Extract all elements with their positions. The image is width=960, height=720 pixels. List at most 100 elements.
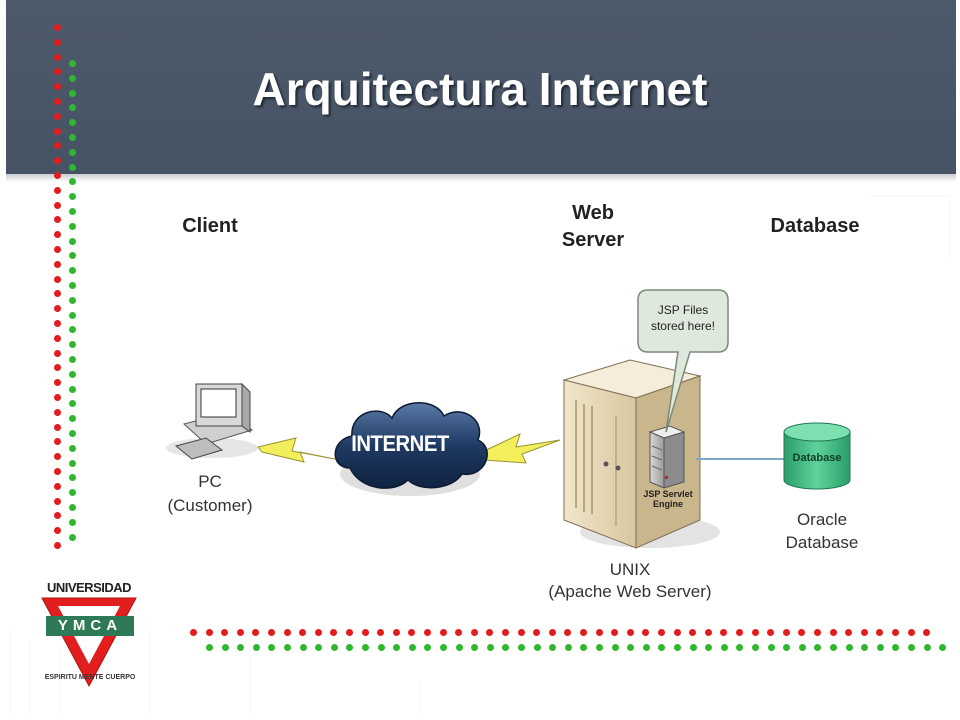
border-dot-green: [689, 644, 697, 651]
border-dot-green: [69, 119, 76, 127]
callout-line2: stored here!: [650, 319, 716, 333]
border-dot-red: [54, 453, 61, 461]
border-dot-green: [845, 644, 853, 651]
engine-label-line1: JSP Servlet: [643, 489, 693, 499]
border-dot-red: [54, 186, 61, 194]
border-dot-green: [69, 252, 76, 260]
border-dot-red: [626, 629, 634, 636]
border-dot-green: [377, 644, 385, 651]
border-dot-green: [69, 89, 76, 97]
border-dot-red: [658, 629, 665, 636]
logo-band: YMCA: [46, 616, 134, 636]
border-dot-green: [69, 459, 76, 467]
border-dot-red: [54, 83, 61, 91]
border-dot-green: [549, 644, 557, 651]
border-dot-green: [69, 370, 76, 378]
border-dot-red: [54, 334, 61, 342]
border-dot-green: [393, 644, 401, 651]
border-dot-green: [69, 341, 76, 349]
border-dot-green: [284, 644, 291, 651]
border-dot-red: [54, 408, 61, 416]
border-dot-red: [54, 379, 61, 387]
pc-label-line1: PC: [198, 472, 222, 491]
border-dot-green: [206, 644, 213, 651]
border-dot-red: [54, 512, 61, 520]
border-dot-red: [408, 629, 416, 636]
border-dot-green: [471, 644, 479, 651]
border-dot-green: [830, 644, 837, 651]
border-dot-red: [236, 629, 244, 636]
engine-label-line2: Engine: [652, 499, 683, 509]
border-dot-red: [439, 629, 447, 636]
border-dot-red: [54, 438, 61, 446]
header-bar: [6, 0, 956, 174]
border-dot-green: [69, 533, 76, 541]
column-label-client: Client: [182, 215, 238, 237]
background-faint-pattern: [9, 195, 951, 715]
oracle-label-line1: Oracle: [796, 510, 848, 529]
border-dot-green: [408, 644, 416, 651]
border-dot-green: [69, 311, 76, 319]
border-dot-red: [751, 629, 759, 636]
border-dot-green: [720, 644, 728, 651]
border-dot-red: [767, 629, 775, 636]
border-dot-red: [54, 423, 61, 431]
border-dot-green: [69, 237, 76, 245]
border-dot-red: [54, 38, 61, 46]
border-dot-red: [54, 142, 61, 150]
border-dot-green: [237, 644, 245, 651]
server-label-line2: (Apache Web Server): [548, 582, 712, 601]
border-dot-red: [470, 629, 478, 636]
border-dot-red: [548, 629, 556, 636]
border-dot-green: [455, 644, 463, 651]
border-dot-red: [595, 629, 603, 636]
border-dot-red: [54, 201, 61, 209]
border-dot-green: [330, 644, 338, 651]
border-dot-red: [54, 68, 61, 76]
logo-top-text: UNIVERSIDAD: [46, 580, 132, 595]
border-dot-green: [299, 644, 307, 651]
border-dot-green: [69, 60, 76, 67]
border-dot-green: [221, 644, 229, 651]
border-dot-green: [486, 644, 494, 651]
slide-title: Arquitectura Internet: [252, 63, 708, 115]
border-dot-red: [330, 629, 338, 636]
lightning-icon: [257, 433, 561, 464]
border-dot-green: [69, 474, 76, 482]
border-dot-red: [54, 364, 61, 372]
border-dot-red: [54, 290, 61, 298]
border-dot-red: [798, 629, 806, 636]
border-dot-green: [705, 644, 713, 651]
border-dot-red: [486, 629, 494, 636]
border-dot-red: [782, 629, 790, 636]
border-dot-red: [673, 629, 681, 636]
pc-label-line2: (Customer): [167, 496, 253, 515]
border-dot-green: [69, 356, 76, 363]
border-dot-green: [69, 282, 76, 289]
border-dot-green: [69, 148, 76, 156]
border-dot-red: [907, 629, 915, 636]
border-dot-red: [54, 231, 61, 239]
border-dot-red: [190, 629, 197, 636]
border-dot-green: [69, 518, 76, 526]
border-dot-red: [424, 629, 431, 636]
border-dot-green: [814, 644, 822, 651]
border-dot-red: [54, 246, 61, 253]
border-dot-green: [69, 444, 76, 452]
border-dot-green: [892, 644, 900, 651]
border-dot-red: [704, 629, 712, 636]
border-dot-green: [69, 296, 76, 304]
border-dot-red: [54, 112, 61, 120]
computer-icon: [166, 382, 258, 460]
border-dot-red: [517, 629, 525, 636]
border-dot-red: [54, 24, 61, 31]
border-dot-red: [860, 629, 868, 636]
border-dot-green: [69, 163, 76, 171]
border-dot-green: [69, 415, 76, 423]
border-dot-green: [798, 644, 806, 651]
server-label-line1: UNIX: [609, 560, 651, 579]
border-dot-red: [361, 629, 369, 636]
border-dot-green: [642, 644, 650, 651]
border-dot-red: [54, 497, 61, 505]
border-dot-red: [54, 127, 61, 135]
